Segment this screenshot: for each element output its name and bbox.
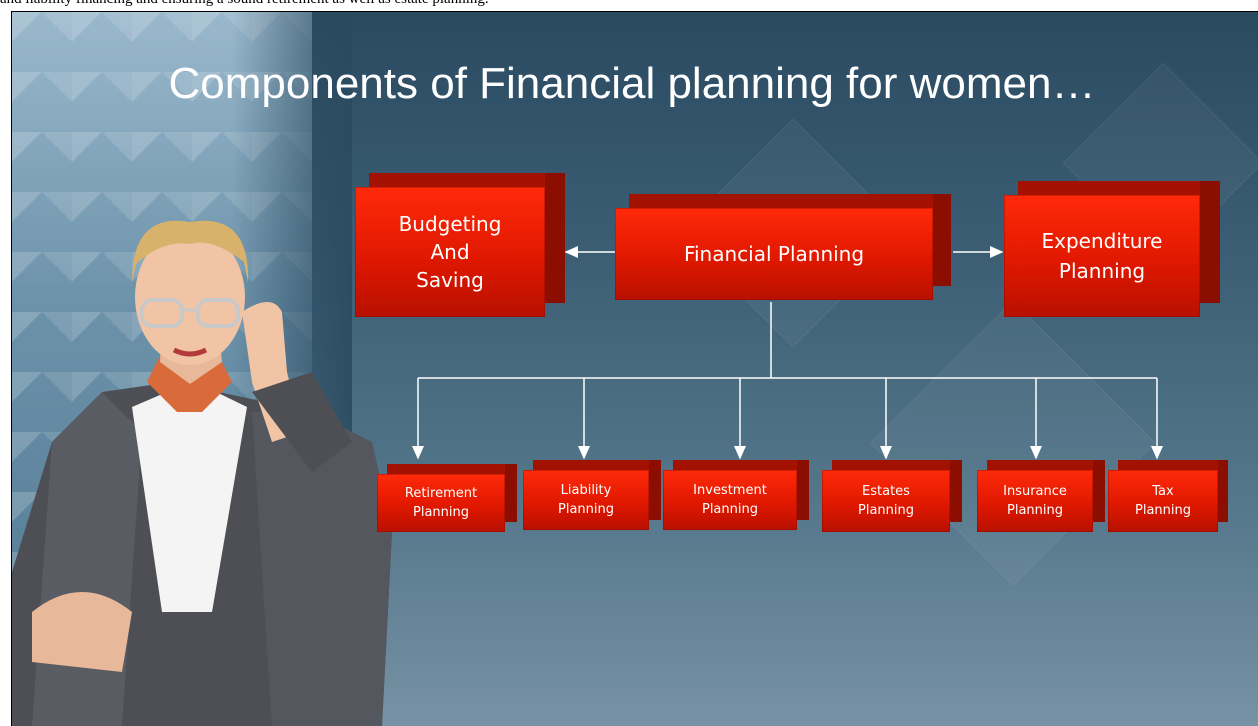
insurance-planning-box: Insurance Planning <box>977 460 1105 532</box>
retirement-planning-box: Retirement Planning <box>377 464 517 532</box>
expenditure-planning-label: Expenditure Planning <box>1004 195 1200 317</box>
retirement-planning-label: Retirement Planning <box>377 474 505 532</box>
estates-planning-label: Estates Planning <box>822 470 950 532</box>
tax-planning-label: Tax Planning <box>1108 470 1218 532</box>
liability-planning-label: Liability Planning <box>523 470 649 530</box>
connector-arrows <box>412 246 1163 460</box>
insurance-planning-label: Insurance Planning <box>977 470 1093 532</box>
budgeting-saving-label: Budgeting And Saving <box>355 187 545 317</box>
investment-planning-label: Investment Planning <box>663 470 797 530</box>
slide-title: Components of Financial planning for wom… <box>168 59 1096 108</box>
liability-planning-box: Liability Planning <box>523 460 661 530</box>
expenditure-planning-box: Expenditure Planning <box>1004 181 1220 317</box>
tax-planning-box: Tax Planning <box>1108 460 1228 532</box>
businesswoman-image <box>12 220 392 726</box>
financial-planning-box: Financial Planning <box>615 194 951 300</box>
estates-planning-box: Estates Planning <box>822 460 962 532</box>
caption-text: and liability financing and ensuring a s… <box>0 0 1258 11</box>
slide: Components of Financial planning for wom… <box>11 11 1258 726</box>
financial-planning-label: Financial Planning <box>615 208 933 300</box>
investment-planning-box: Investment Planning <box>663 460 809 530</box>
budgeting-saving-box: Budgeting And Saving <box>355 173 565 317</box>
